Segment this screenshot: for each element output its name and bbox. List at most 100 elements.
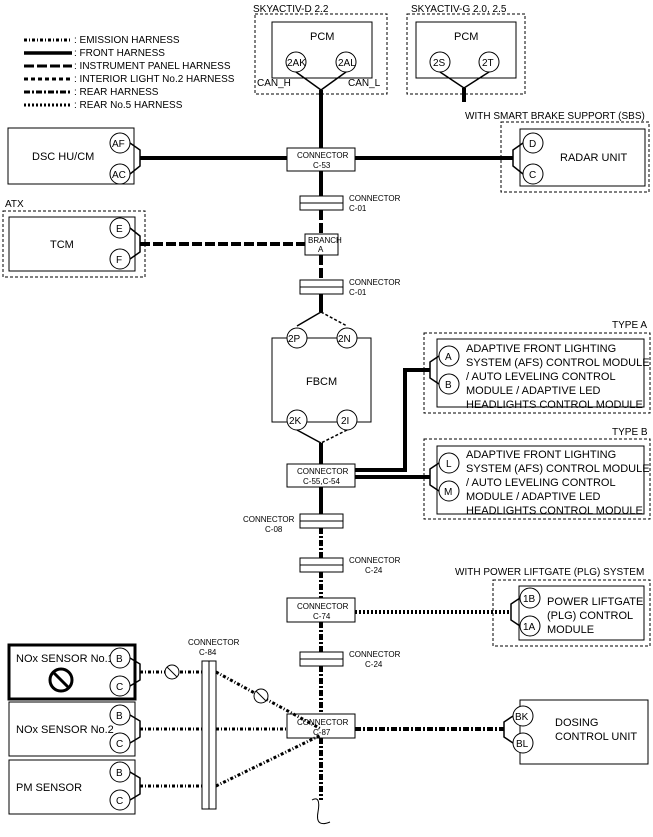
connector-c53: CONNECTOR C-53: [286, 147, 356, 172]
afs-b-line2: SYSTEM (AFS) CONTROL MODULE: [466, 463, 650, 475]
c74-word: CONNECTOR: [297, 602, 349, 611]
c24b-id: C-24: [365, 660, 383, 669]
pin-c-radar: C: [529, 170, 536, 181]
connector-c87: CONNECTOR C-87: [286, 713, 356, 739]
nox-sensor-2-group: NOx SENSOR No.2 B C: [8, 701, 287, 757]
afs-a-line5: HEADLIGHTS CONTROL MODULE: [466, 399, 643, 411]
dsc-name: DSC HU/CM: [32, 151, 94, 163]
type-b-label: TYPE B: [612, 427, 648, 438]
pcm-skyactiv-d-group: SKYACTIV-D 2.2 PCM 2AK 2AL CAN_H CAN_L: [253, 4, 388, 95]
c87-word: CONNECTOR: [297, 718, 349, 727]
c84-id: C-84: [199, 648, 217, 657]
plg-variant-label: WITH POWER LIFTGATE (PLG) SYSTEM: [455, 567, 644, 578]
nox-sensor-1-group: NOx SENSOR No.1 B C: [7, 643, 322, 731]
dosing-group: DOSING CONTROL UNIT BK BL: [355, 699, 649, 765]
c55-id: C-55,C-54: [303, 477, 340, 486]
c01a-id: C-01: [349, 204, 367, 213]
dsc-hu-cm-group: DSC HU/CM AF AC: [7, 127, 287, 185]
pin-l: L: [446, 459, 452, 470]
cut-mark-icon: [164, 664, 180, 680]
pin-m: M: [444, 487, 452, 498]
pcm-d-name: PCM: [310, 31, 334, 43]
type-a-label: TYPE A: [612, 320, 647, 331]
fbcm-name: FBCM: [306, 376, 337, 388]
afs-b-line5: HEADLIGHTS CONTROL MODULE: [466, 505, 643, 517]
pin-b-pm: B: [116, 768, 123, 779]
branch-id: A: [318, 245, 324, 254]
atx-label: ATX: [5, 199, 24, 210]
cut-mark-icon-2: [253, 688, 269, 704]
pin-2ak: 2AK: [287, 58, 306, 69]
pm-sensor-group: PM SENSOR B C: [8, 733, 322, 815]
legend-rear: : REAR HARNESS: [74, 87, 159, 98]
connector-c55-c54: CONNECTOR C-55,C-54: [286, 463, 356, 488]
legend-emission: : EMISSION HARNESS: [74, 35, 180, 46]
fbcm-group: 2P 2N FBCM 2K 2I: [271, 311, 372, 444]
c87-id: C-87: [313, 728, 331, 737]
plg-line3: MODULE: [547, 624, 594, 636]
pin-b-nox2: B: [116, 711, 123, 722]
c74-id: C-74: [313, 612, 331, 621]
pin-1a: 1A: [523, 622, 536, 633]
c24a-word: CONNECTOR: [349, 556, 401, 565]
pin-ac: AC: [112, 170, 126, 181]
pin-af: AF: [112, 139, 125, 150]
afs-b-line1: ADAPTIVE FRONT LIGHTING: [466, 449, 616, 461]
afs-a-line4: MODULE / ADAPTIVE LED: [466, 385, 601, 397]
pin-c-nox2: C: [116, 739, 123, 750]
pin-2p: 2P: [288, 334, 301, 345]
pin-2k: 2K: [289, 416, 302, 427]
branch-word: BRANCH: [308, 236, 342, 245]
tcm-group: ATX TCM E F: [2, 199, 305, 278]
not-available-icon: [48, 667, 74, 693]
connector-c24-lower: CONNECTOR C-24: [299, 650, 401, 669]
radar-name: RADAR UNIT: [560, 152, 628, 164]
c55-word: CONNECTOR: [297, 467, 349, 476]
legend-interior-light: : INTERIOR LIGHT No.2 HARNESS: [74, 74, 235, 85]
connector-c84: CONNECTOR C-84: [188, 638, 240, 810]
afs-type-a-group: TYPE A ADAPTIVE FRONT LIGHTING SYSTEM (A…: [355, 320, 651, 472]
afs-a-line2: SYSTEM (AFS) CONTROL MODULE: [466, 357, 650, 369]
plg-group: WITH POWER LIFTGATE (PLG) SYSTEM POWER L…: [355, 567, 651, 647]
pin-b-afs: B: [445, 380, 452, 391]
pcm-skyactiv-g-group: SKYACTIV-G 2.0, 2.5 PCM 2S 2T: [406, 4, 526, 102]
plg-line1: POWER LIFTGATE: [547, 596, 643, 608]
afs-b-line4: MODULE / ADAPTIVE LED: [466, 491, 601, 503]
pin-2t: 2T: [482, 58, 494, 69]
connector-c01-lower: CONNECTOR C-01: [299, 278, 401, 297]
pin-d: D: [529, 139, 536, 150]
afs-b-line3: / AUTO LEVELING CONTROL: [466, 477, 616, 489]
pin-e: E: [116, 224, 123, 235]
can-h-label: CAN_H: [257, 78, 291, 89]
pin-2al: 2AL: [338, 58, 356, 69]
skyactiv-g-label: SKYACTIV-G 2.0, 2.5: [411, 4, 507, 15]
c01b-id: C-01: [349, 288, 367, 297]
pin-2i: 2I: [341, 416, 349, 427]
pin-bl: BL: [516, 739, 529, 750]
connector-c74: CONNECTOR C-74: [286, 597, 356, 623]
c53-id: C-53: [313, 161, 331, 170]
pin-bk: BK: [515, 712, 529, 723]
can-l-label: CAN_L: [348, 78, 381, 89]
c24a-id: C-24: [365, 566, 383, 575]
legend-rear-no5: : REAR No.5 HARNESS: [74, 100, 183, 111]
connector-c08: CONNECTOR C-08: [243, 513, 344, 534]
nox2-name: NOx SENSOR No.2: [16, 724, 114, 736]
pm-name: PM SENSOR: [16, 782, 82, 794]
harness-legend: : EMISSION HARNESS : FRONT HARNESS : INS…: [24, 35, 235, 111]
pcm-g-name: PCM: [454, 31, 478, 43]
c84-word: CONNECTOR: [188, 638, 240, 647]
pin-a: A: [445, 352, 452, 363]
afs-a-line1: ADAPTIVE FRONT LIGHTING: [466, 343, 616, 355]
c01a-word: CONNECTOR: [349, 194, 401, 203]
pin-2n: 2N: [338, 334, 351, 345]
skyactiv-d-label: SKYACTIV-D 2.2: [253, 4, 329, 15]
pin-c-pm: C: [116, 796, 123, 807]
legend-front: : FRONT HARNESS: [74, 48, 165, 59]
dosing-line1: DOSING: [555, 717, 598, 729]
backbone: [311, 90, 331, 825]
connector-c24-upper: CONNECTOR C-24: [299, 556, 401, 575]
radar-unit-group: WITH SMART BRAKE SUPPORT (SBS) RADAR UNI…: [355, 111, 650, 193]
pin-b-nox1: B: [116, 654, 123, 665]
legend-instrument-panel: : INSTRUMENT PANEL HARNESS: [74, 61, 231, 72]
